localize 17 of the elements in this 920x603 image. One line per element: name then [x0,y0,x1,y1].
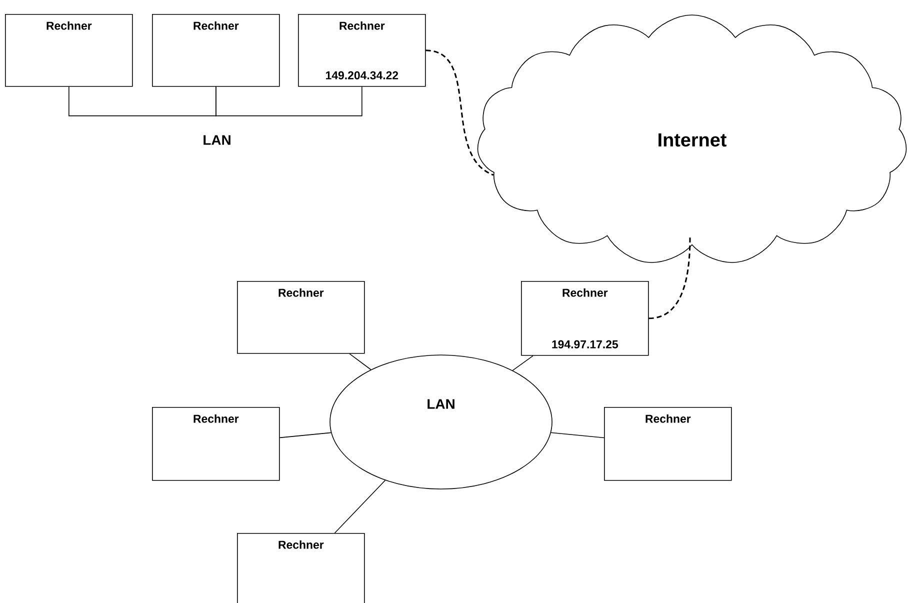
computer-box: Rechner 194.97.17.25 [521,281,649,356]
computer-box: Rechner [152,14,280,87]
connection-line [349,353,372,370]
connection-line [279,432,332,438]
connection-line [216,86,362,116]
network-label: LAN [204,135,230,145]
computer-box: Rechner [604,407,732,481]
connection-line [550,432,604,438]
connection-line [512,355,534,371]
dashed-connection [426,50,494,176]
connection-line [334,480,386,534]
computer-box: Rechner 149.204.34.22 [298,14,426,87]
computer-box: Rechner [5,14,133,87]
computer-box: Rechner [237,281,365,354]
computer-box: Rechner [152,407,280,481]
computer-box: Rechner [237,533,365,603]
connection-line [68,86,216,116]
